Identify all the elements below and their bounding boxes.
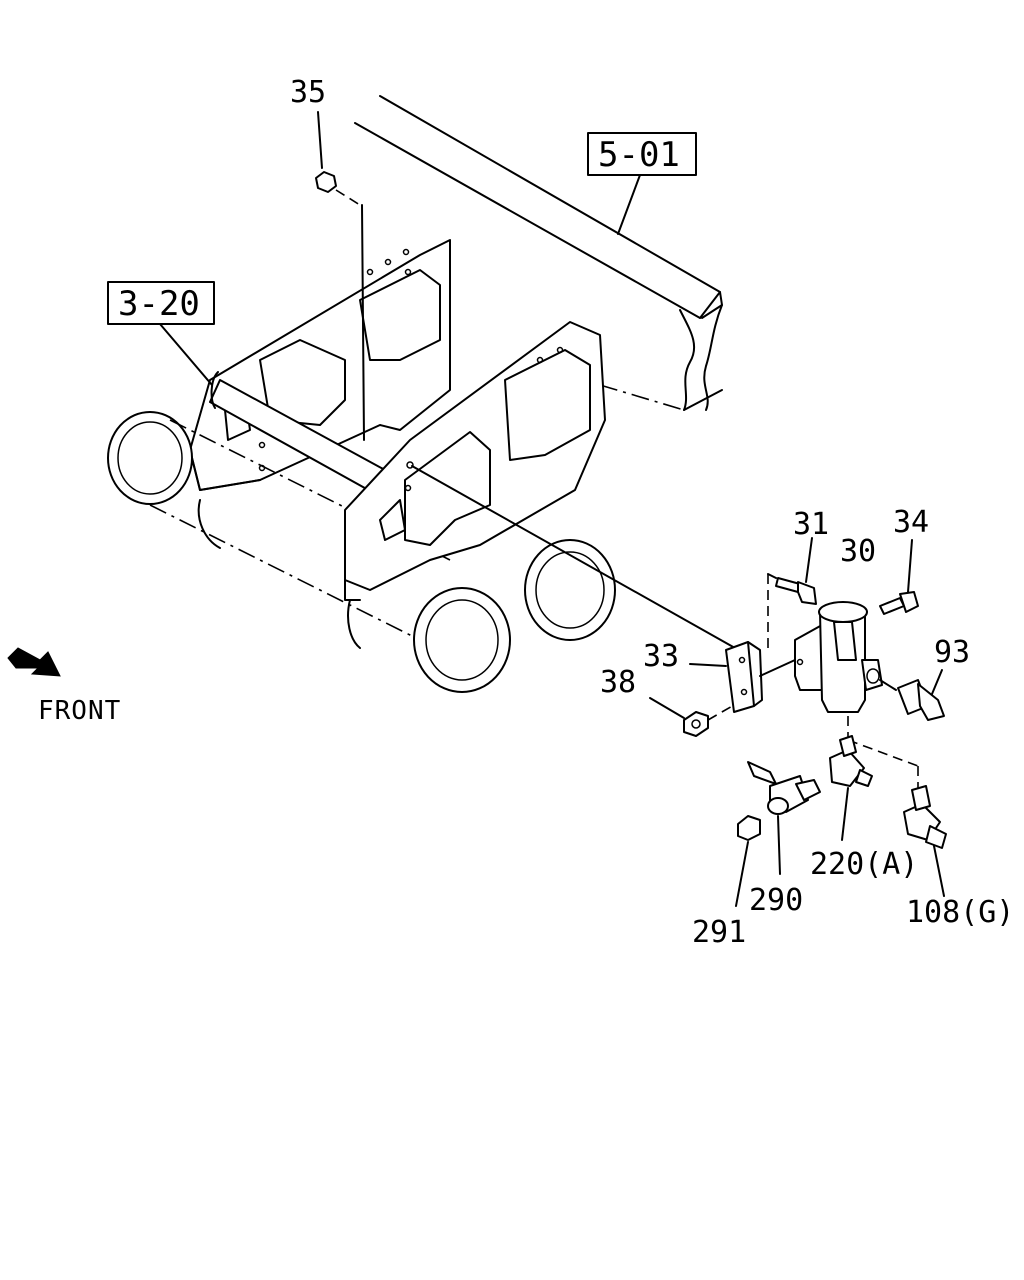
air-tank-left [107,411,451,641]
ref-label-3-20: 3-20 [118,284,200,324]
part-291-nut[interactable] [737,815,761,841]
part-220-tee[interactable] [829,735,873,787]
callout-93: 93 [934,635,970,670]
part-35-nut[interactable] [315,171,337,193]
part-93-fitting[interactable] [897,679,945,721]
callout-220a: 220(A) [810,847,918,882]
front-arrow-icon [7,647,61,677]
frame-rail [354,95,723,411]
part-34-bolt[interactable] [879,591,919,615]
air-tank-right [524,539,616,641]
part-38-nut[interactable] [683,711,709,737]
part-31-bolt[interactable] [775,577,817,605]
ref-label-5-01: 5-01 [598,135,680,175]
callout-108g: 108(G) [906,895,1014,930]
callout-34: 34 [893,505,929,540]
ref-box-3-20[interactable]: 3-20 [107,281,215,325]
part-33-bracket[interactable] [725,641,763,713]
callout-38: 38 [600,665,636,700]
ref-box-5-01[interactable]: 5-01 [587,132,697,176]
front-label: FRONT [38,696,121,726]
callout-35: 35 [290,75,326,110]
callout-30: 30 [840,534,876,569]
callout-290: 290 [749,883,803,918]
callout-291: 291 [692,915,746,950]
spring-bracket-front [197,321,606,649]
callout-33: 33 [643,639,679,674]
part-290-drain-valve[interactable] [747,761,821,815]
callout-31: 31 [793,507,829,542]
air-tank-front [413,587,511,693]
part-30-valve[interactable] [794,601,883,713]
part-108-elbow[interactable] [903,785,947,849]
